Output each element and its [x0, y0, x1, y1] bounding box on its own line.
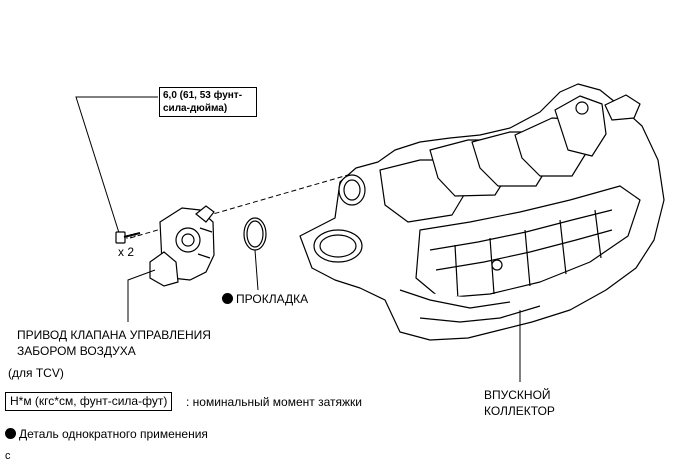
bolt-count-label: x 2: [118, 245, 135, 259]
corner-mark: c: [5, 450, 11, 462]
gasket-ring: [243, 217, 267, 251]
actuator-leader-line: [127, 269, 156, 322]
actuator-label-line3: (для TCV): [8, 366, 64, 380]
single-use-legend-text: Деталь однократного применения: [19, 427, 208, 441]
single-use-legend: Деталь однократного применения: [5, 426, 208, 442]
gasket-label-text: ПРОКЛАДКА: [236, 292, 309, 306]
filled-circle-icon: [5, 428, 16, 439]
manifold-label-line1: ВПУСКНОЙ: [484, 388, 551, 402]
manifold-label-line2: КОЛЛЕКТОР: [484, 404, 555, 418]
actuator-label-line2: ЗАБОРОМ ВОЗДУХА: [17, 344, 136, 358]
bolt-icon: [115, 231, 141, 244]
torque-callout-box: 6,0 (61, 53 фунт-сила-дюйма): [159, 87, 257, 117]
gasket-label: ПРОКЛАДКА: [222, 291, 308, 307]
alignment-dashed-line: [129, 174, 349, 239]
actuator-label-line1: ПРИВОД КЛАПАНА УПРАВЛЕНИЯ: [17, 328, 211, 342]
filled-circle-icon: [222, 293, 233, 304]
torque-unit-legend-desc: : номинальный момент затяжки: [186, 395, 362, 409]
intake-manifold: [299, 83, 665, 341]
torque-callout-text: 6,0 (61, 53 фунт-сила-дюйма): [163, 90, 243, 114]
torque-leader-line: [75, 96, 158, 237]
gasket-leader-line: [254, 249, 259, 291]
torque-unit-legend-box: Н*м (кгс*см, фунт-сила-фут): [5, 392, 173, 411]
control-valve-actuator: [149, 205, 215, 287]
